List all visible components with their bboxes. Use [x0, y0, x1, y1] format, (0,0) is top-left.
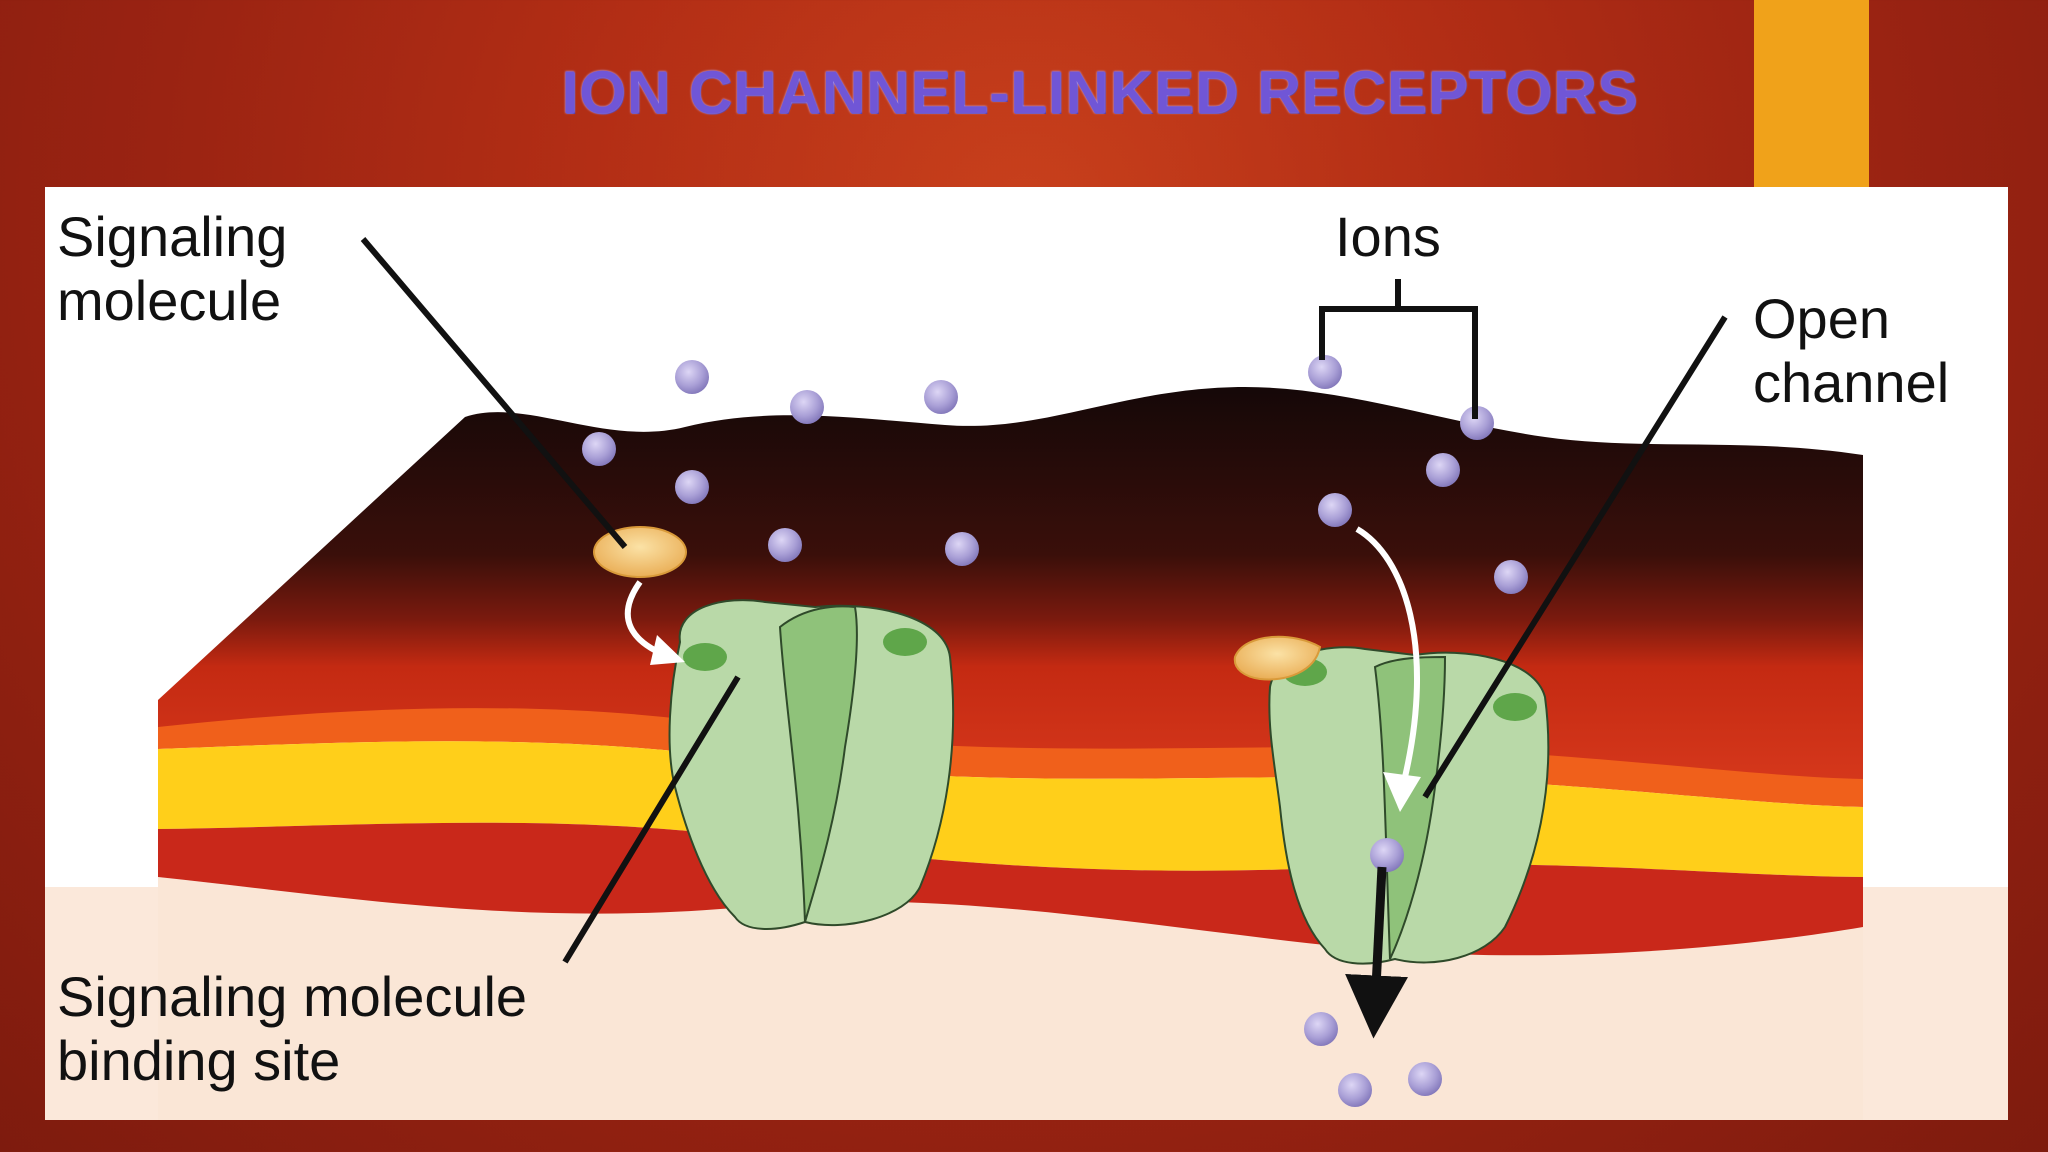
label-open-channel: Open channel	[1753, 287, 1950, 414]
ions-bracket	[1319, 279, 1478, 419]
diagram-panel: Signaling molecule Ions Open channel Sig…	[45, 187, 2008, 1120]
ion-flow-arrow	[1355, 526, 1421, 812]
signaling-molecule-leader	[360, 237, 628, 549]
ion-channel-diagram	[45, 237, 2008, 1120]
ions	[582, 355, 1528, 1107]
label-signaling-molecule: Signaling molecule	[57, 205, 288, 332]
membrane-orange-layer	[158, 708, 1863, 807]
closed-ion-channel	[668, 599, 955, 930]
accent-bar	[1754, 0, 1869, 187]
open-ion-channel	[1268, 646, 1550, 965]
ion-outflow-arrow	[1345, 866, 1409, 1039]
open-channel-leader	[1422, 315, 1728, 799]
signaling-molecule-free	[593, 526, 687, 578]
label-ions: Ions	[1335, 205, 1441, 268]
binding-arrow	[624, 580, 685, 665]
signaling-molecule-bound	[1233, 635, 1322, 681]
slide-title: Ion Channel-Linked Receptors	[561, 59, 1639, 126]
label-binding-site: Signaling molecule binding site	[57, 965, 528, 1092]
cytoplasm-region	[158, 877, 1863, 1120]
binding-site-leader	[562, 675, 741, 964]
